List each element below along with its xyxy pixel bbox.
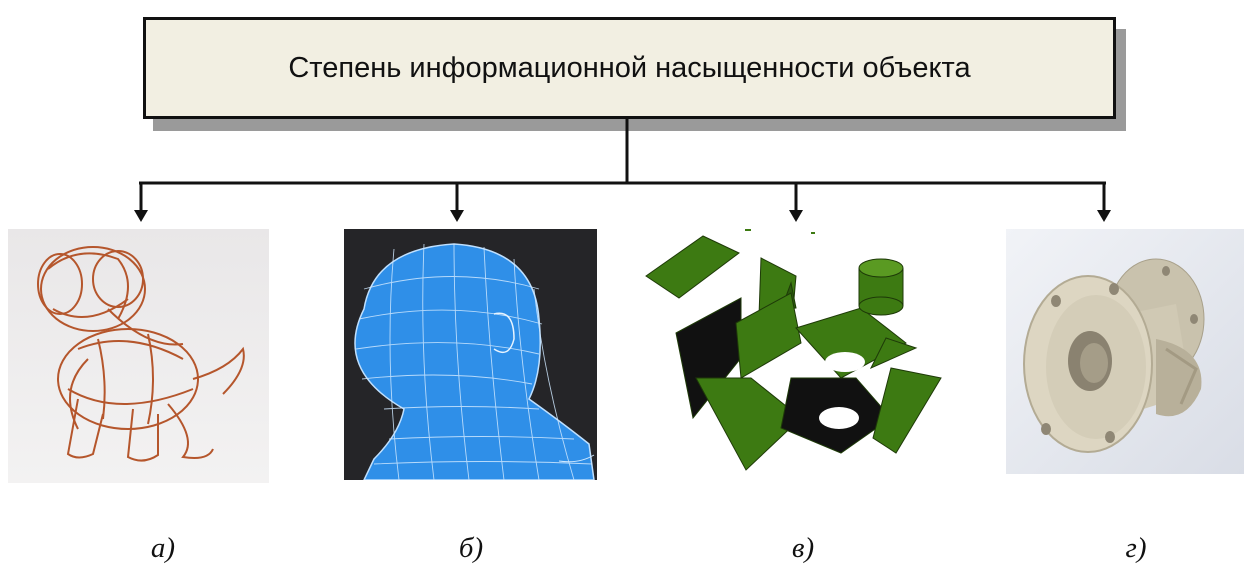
arrow-a [134, 183, 148, 222]
caption-g: г) [1125, 532, 1147, 564]
arrow-b [450, 183, 464, 222]
caption-v: в) [791, 532, 815, 564]
caption-a: а) [150, 532, 176, 564]
wire-dog-icon [8, 229, 269, 483]
wireframe-head-icon [344, 229, 597, 480]
arrow-g [1097, 183, 1111, 222]
title-box: Степень информационной насыщенности объе… [143, 17, 1116, 119]
caption-b: б) [458, 532, 484, 564]
arrow-v [789, 183, 803, 222]
surface-parts-icon [641, 228, 951, 478]
diagram-title: Степень информационной насыщенности объе… [288, 51, 971, 84]
solid-valve-icon [1006, 229, 1244, 474]
